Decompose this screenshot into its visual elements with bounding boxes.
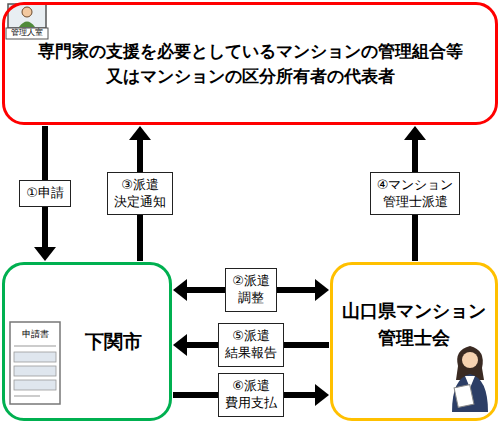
- arrow-head: [404, 126, 426, 140]
- requester-box: 専門家の支援を必要としているマンションの管理組合等 又はマンションの区分所有者の…: [2, 2, 498, 125]
- box-text: 下関市: [85, 328, 142, 356]
- form-icon: [10, 322, 60, 404]
- form-rule: [14, 396, 40, 397]
- step-label: ④マンション 管理士派遣: [370, 172, 461, 216]
- arrow-head: [173, 279, 187, 301]
- name-plate: [6, 28, 48, 39]
- step-label: ⑤派遣 結果報告: [218, 323, 284, 367]
- consultant-icon: [452, 346, 488, 412]
- city-box: 下関市: [2, 262, 172, 421]
- form-title: 申請書: [10, 330, 60, 340]
- form-field: [14, 380, 56, 390]
- consultant-body: [452, 374, 488, 412]
- form-field: [14, 366, 56, 376]
- office-sign: 管理人室: [6, 29, 48, 38]
- form-sheet: [10, 322, 60, 404]
- step-label: ③派遣 決定通知: [107, 172, 173, 216]
- box-text: 山口県マンション 管理士会: [341, 298, 487, 350]
- step-label: ⑥派遣 費用支払: [218, 373, 284, 417]
- association-box: 山口県マンション 管理士会: [330, 262, 498, 421]
- manager-icon: [6, 4, 48, 39]
- clipboard: [454, 385, 474, 408]
- manager-head: [22, 7, 32, 17]
- consultant-head: [462, 352, 478, 368]
- arrow-head: [129, 126, 151, 140]
- form-field: [14, 352, 56, 362]
- arrow-head: [315, 279, 329, 301]
- step-label: ②派遣 調整: [225, 268, 277, 312]
- form-rule: [14, 346, 56, 347]
- manager-body: [19, 22, 35, 28]
- arrow-head: [173, 334, 187, 356]
- arrow-head: [34, 247, 56, 261]
- box-text: 専門家の支援を必要としているマンションの管理組合等 又はマンションの区分所有者の…: [19, 39, 481, 88]
- window-frame: [8, 4, 46, 28]
- arrow-head: [315, 384, 329, 406]
- step-label: ①申請: [19, 180, 71, 207]
